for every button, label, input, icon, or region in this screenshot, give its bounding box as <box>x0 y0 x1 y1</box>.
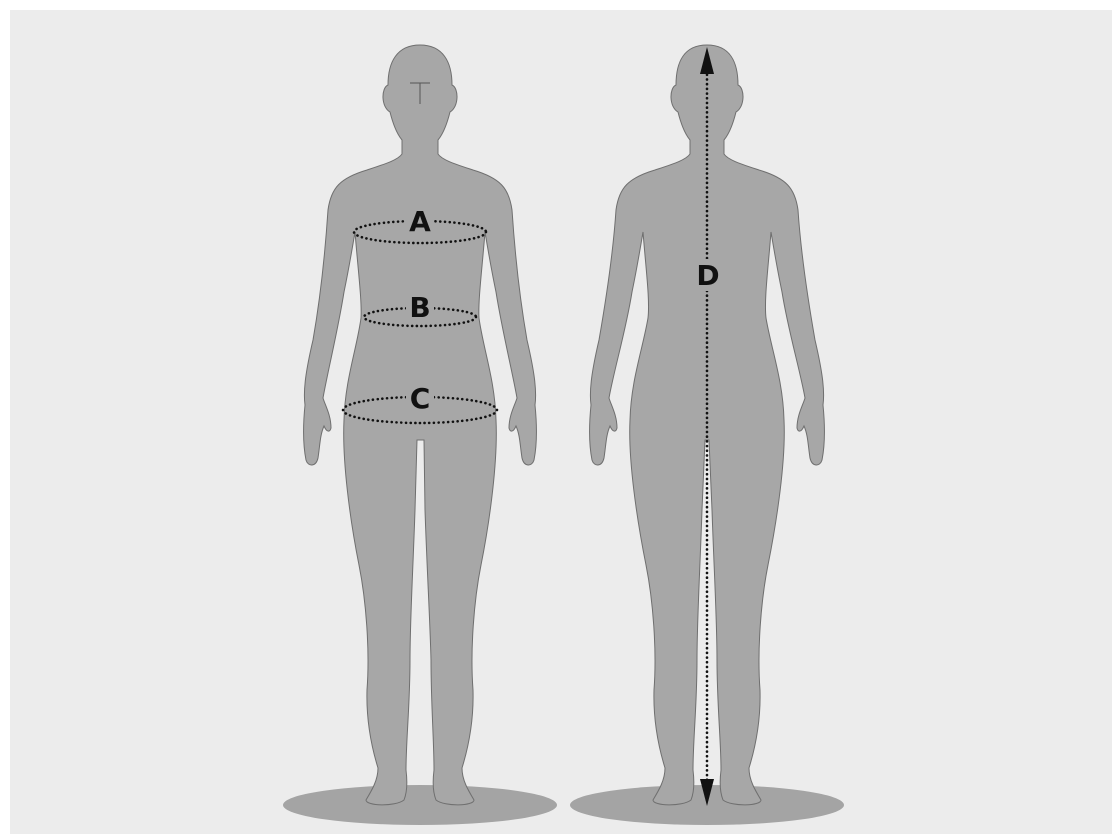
label-c: C <box>410 382 431 415</box>
diagram-background <box>10 10 1112 834</box>
front-figure-shadow <box>283 785 557 825</box>
label-a: A <box>409 205 431 238</box>
label-b: B <box>409 291 430 324</box>
label-d: D <box>696 259 719 292</box>
